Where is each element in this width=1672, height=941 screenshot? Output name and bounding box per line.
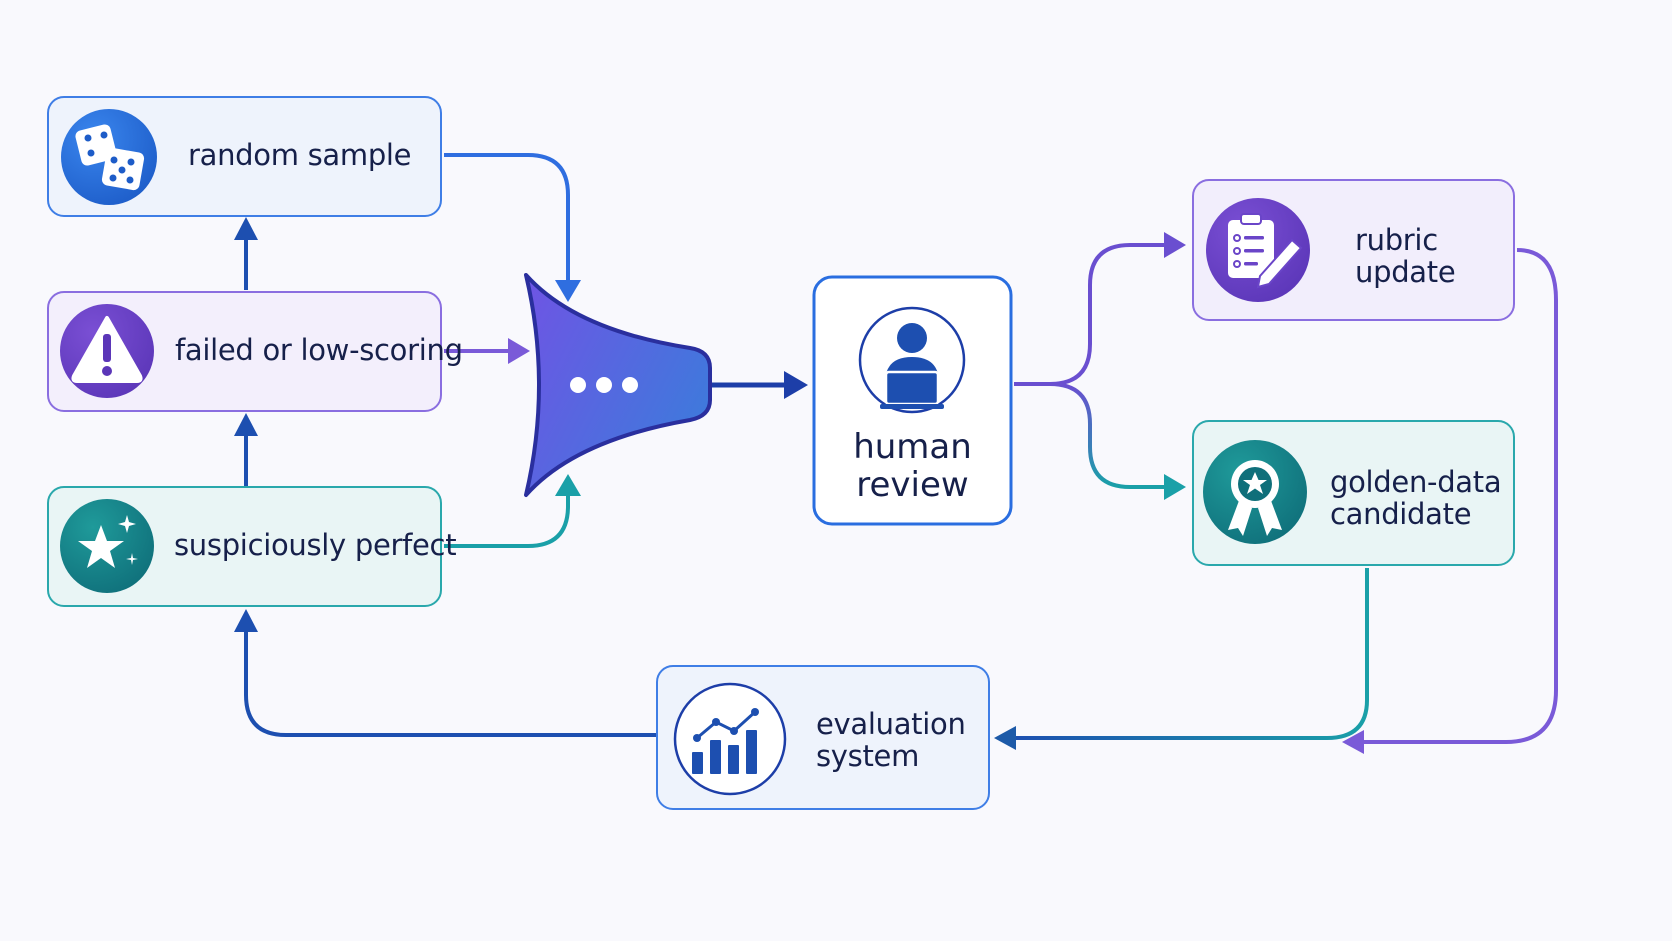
review-label-line2: review xyxy=(856,465,969,506)
card-evaluation-system[interactable] xyxy=(656,665,990,810)
arrowhead xyxy=(234,413,258,436)
arrowhead xyxy=(555,280,581,302)
arrowhead xyxy=(1164,474,1186,500)
card-human-review[interactable] xyxy=(812,275,1013,526)
golden-label: golden-data candidate xyxy=(1330,465,1502,532)
evaluation-label-line1: evaluation xyxy=(816,707,966,741)
arrowhead xyxy=(508,338,530,364)
dice-icon xyxy=(75,124,145,191)
clipboard-edit-icon xyxy=(1228,213,1303,289)
arrowhead xyxy=(555,474,581,496)
rubric-label-line2: update xyxy=(1355,255,1456,290)
arrowhead xyxy=(234,217,258,240)
funnel xyxy=(524,273,712,497)
evaluation-label: evaluation system xyxy=(816,708,966,773)
card-failed-low-scoring[interactable] xyxy=(47,291,442,412)
person-laptop-icon xyxy=(880,323,944,409)
review-label: human review xyxy=(814,428,1011,504)
card-golden-data-candidate[interactable] xyxy=(1192,420,1515,566)
golden-label-line1: golden-data xyxy=(1330,465,1502,499)
arrowhead xyxy=(1164,232,1186,258)
source-label-failed: failed or low-scoring xyxy=(175,333,463,367)
arrowhead xyxy=(994,726,1016,750)
review-label-line1: human xyxy=(853,427,972,467)
golden-label-line2: candidate xyxy=(1330,497,1472,532)
source-label-random: random sample xyxy=(188,138,412,172)
warning-icon xyxy=(71,316,143,383)
arrowhead xyxy=(784,371,808,399)
icon-ring xyxy=(673,682,787,796)
ellipsis-icon xyxy=(570,377,638,393)
rubric-label: rubric update xyxy=(1355,223,1456,290)
arrow-golden-to-evaluation xyxy=(1012,568,1369,740)
arrow-perfect-to-funnel xyxy=(444,494,570,548)
star-sparkle-icon xyxy=(78,515,138,568)
arrowhead xyxy=(234,609,258,632)
arrow-random-to-funnel xyxy=(444,153,570,282)
arrow-review-to-rubric xyxy=(1014,243,1168,386)
connectors xyxy=(234,153,1558,754)
arrow-review-to-golden xyxy=(1049,382,1168,489)
arrowhead xyxy=(1342,730,1364,754)
evaluation-label-line2: system xyxy=(816,739,920,774)
card-rubric-update[interactable] xyxy=(1192,179,1515,321)
arrow-evaluation-to-perfect xyxy=(244,628,656,737)
card-suspiciously-perfect[interactable] xyxy=(47,486,442,607)
card-random-sample[interactable] xyxy=(47,96,442,217)
rubric-label-line1: rubric xyxy=(1355,223,1438,257)
bar-chart-trend-icon xyxy=(692,708,759,774)
arrow-rubric-to-evaluation xyxy=(1360,248,1558,744)
award-badge-icon xyxy=(1228,460,1282,536)
source-label-perfect: suspiciously perfect xyxy=(174,528,457,562)
